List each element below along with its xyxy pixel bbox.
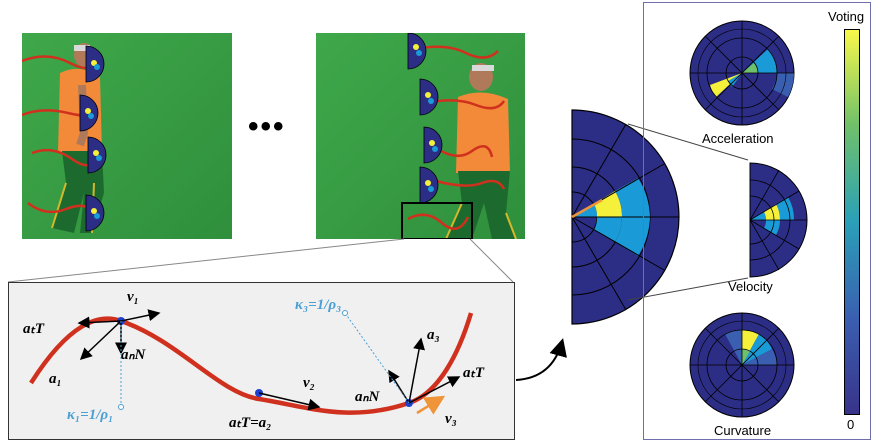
mini-histogram-1 xyxy=(85,45,105,83)
mini-histogram-r2 xyxy=(419,78,439,116)
eq-aT-T-right: aₜT xyxy=(463,365,485,381)
video-frame-left-image xyxy=(22,33,232,239)
video-frame-left xyxy=(22,33,232,239)
eq-kappa3: κ₃=1/ρ₃ xyxy=(295,297,342,313)
video-frame-right-image xyxy=(316,33,525,239)
eq-aT-T-eq-a2: aₜT=a₂ xyxy=(229,415,272,431)
curvature-histogram xyxy=(689,312,795,418)
eq-v1: v₁ xyxy=(127,289,139,305)
eq-a1: a₁ xyxy=(49,371,62,387)
eq-kappa1: κ₁=1/ρ₁ xyxy=(67,407,114,423)
eq-a3: a₃ xyxy=(427,327,440,343)
eq-v2: v₂ xyxy=(303,375,315,391)
feature-histograms-panel: Acceleration Velocity Curvature Voting 0 xyxy=(643,2,871,440)
eq-v3: v₃ xyxy=(445,411,457,427)
flow-arrow xyxy=(515,338,567,381)
zoom-selection-box xyxy=(401,202,473,239)
colorbar-min-label: 0 xyxy=(847,417,855,432)
colorbar xyxy=(844,29,860,415)
trajectory-diagram-panel: v₁ aₜT aₙN a₁ κ₁=1/ρ₁ v₂ aₜT=a₂ κ₃=1/ρ₃ … xyxy=(8,282,515,440)
eq-aN-N-right: aₙN xyxy=(355,389,380,405)
large-velocity-histogram xyxy=(571,109,680,325)
mini-histogram-r3 xyxy=(423,126,443,164)
mini-histogram-4 xyxy=(85,194,105,232)
ellipsis-dots: ••• xyxy=(248,110,286,143)
video-frame-right xyxy=(316,33,525,239)
eq-aN-N-left: aₙN xyxy=(121,347,146,363)
mini-histogram-r1 xyxy=(407,33,427,70)
eq-aT-T-left: aₜT xyxy=(23,321,45,337)
trajectory-curve xyxy=(29,312,474,415)
trajectory-curve-svg xyxy=(29,309,474,415)
mini-histogram-3 xyxy=(87,136,107,174)
curvature-label: Curvature xyxy=(714,423,772,438)
acceleration-label: Acceleration xyxy=(702,131,774,146)
velocity-histogram xyxy=(749,162,808,278)
velocity-label: Velocity xyxy=(728,279,773,294)
acceleration-histogram xyxy=(689,20,795,126)
mini-histogram-2 xyxy=(79,94,99,132)
colorbar-title: Voting xyxy=(828,9,865,24)
